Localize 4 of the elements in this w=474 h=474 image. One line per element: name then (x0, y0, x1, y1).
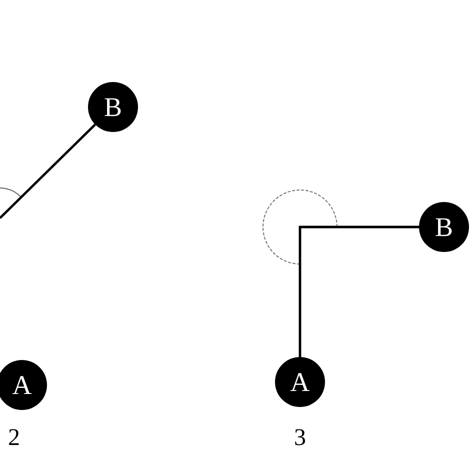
panel-number: 2 (8, 426, 20, 450)
connector-line (0, 124, 96, 219)
connector-line (298, 226, 419, 357)
panel-number: 3 (294, 426, 306, 450)
